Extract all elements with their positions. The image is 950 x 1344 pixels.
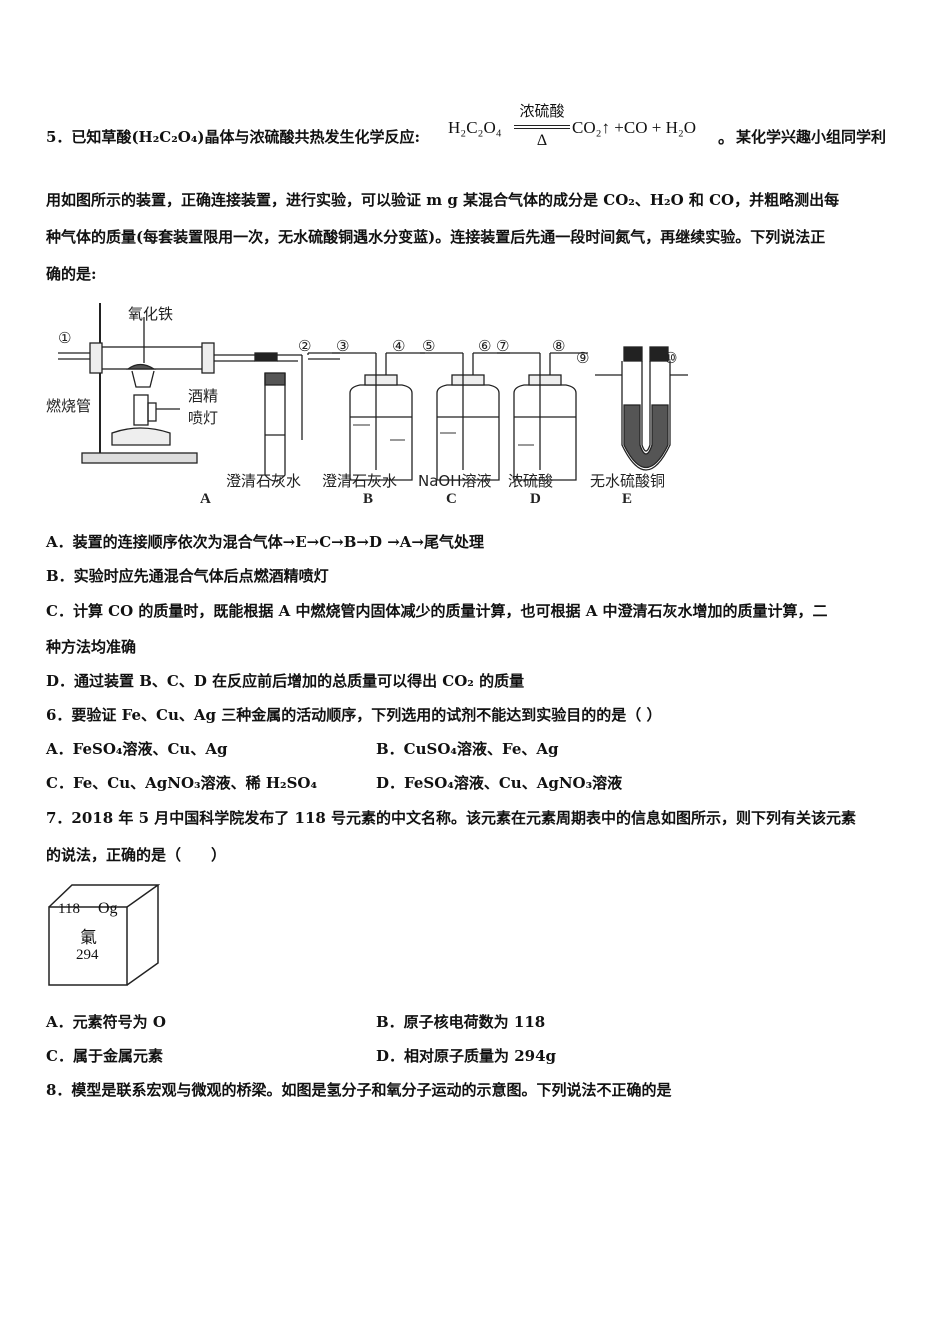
port-9: ⑨ (576, 349, 590, 367)
equation-condition-top: 浓硫酸 (519, 104, 565, 120)
q5-option-c: C．计算 CO 的质量时，既能根据 A 中燃烧管内固体减少的质量计算，也可根据 … (46, 602, 828, 620)
port-2: ② (298, 337, 312, 355)
q6-option-b: B．CuSO₄溶液、Fe、Ag (376, 740, 559, 758)
q7-stem-2: 的说法，正确的是（ ） (46, 846, 227, 864)
q6-stem: 6．要验证 Fe、Cu、Ag 三种金属的活动顺序，下列选用的试剂不能达到实验目的… (46, 706, 662, 724)
label-combustion-tube: 燃烧管 (46, 397, 92, 415)
element-mass: 294 (76, 947, 99, 963)
port-7: ⑦ (496, 337, 510, 355)
equation-end: 。 (718, 130, 735, 147)
element-name: 氭 (80, 928, 97, 948)
apparatus-e-letter: E (622, 491, 633, 507)
q6-option-a: A．FeSO₄溶液、Cu、Ag (46, 740, 228, 758)
apparatus-c-letter: C (446, 491, 457, 507)
element-cube-outline (48, 884, 160, 986)
apparatus-drawing (58, 303, 688, 482)
reaction-equation: H₂C₂O₄ 浓硫酸 Δ CO₂↑ +CO + H₂O 。 (448, 100, 734, 158)
q6-option-d: D．FeSO₄溶液、Cu、AgNO₃溶液 (376, 774, 623, 792)
q8-stem: 8．模型是联系宏观与微观的桥梁。如图是氢分子和氧分子运动的示意图。下列说法不正确… (46, 1081, 672, 1099)
equation-products: CO₂↑ +CO + H₂O (572, 118, 697, 137)
apparatus-e-reagent: 无水硫酸铜 (590, 472, 666, 490)
port-1: ① (58, 329, 72, 347)
q5-option-d: D．通过装置 B、C、D 在反应前后增加的总质量可以得出 CO₂ 的质量 (46, 672, 525, 690)
q5-option-c-cont: 种方法均准确 (46, 638, 137, 656)
label-lamp-2: 喷灯 (188, 409, 219, 427)
apparatus-b-reagent: 澄清石灰水 (322, 472, 398, 490)
apparatus-a-reagent: 澄清石灰水 (226, 472, 302, 490)
q5-intro: 5．已知草酸(H₂C₂O₄)晶体与浓硫酸共热发生化学反应: (46, 128, 421, 146)
port-3: ③ (336, 337, 350, 355)
q7-option-b: B．原子核电荷数为 118 (376, 1013, 546, 1031)
port-5: ⑤ (422, 337, 436, 355)
equation-bar (514, 125, 570, 127)
q5-line-3: 种气体的质量(每套装置限用一次，无水硫酸铜遇水分变蓝)。连接装置后先通一段时间氮… (46, 228, 826, 246)
q6-option-c: C．Fe、Cu、AgNO₃溶液、稀 H₂SO₄ (46, 774, 318, 792)
equation-bar-2 (514, 128, 570, 130)
label-iron-oxide: 氧化铁 (128, 305, 174, 323)
q7-option-d: D．相对原子质量为 294g (376, 1047, 557, 1065)
port-10: ⑩ (664, 349, 678, 367)
q5-option-a: A．装置的连接顺序依次为混合气体→E→C→B→D →A→尾气处理 (46, 533, 484, 551)
q5-option-b: B．实验时应先通混合气体后点燃酒精喷灯 (46, 567, 329, 585)
apparatus-d-reagent: 浓硫酸 (508, 472, 554, 490)
element-symbol: Og (98, 900, 118, 917)
q7-stem-1: 7．2018 年 5 月中国科学院发布了 118 号元素的中文名称。该元素在元素… (46, 809, 857, 827)
q5-line-2: 用如图所示的装置，正确连接装置，进行实验，可以验证 m g 某混合气体的成分是 … (46, 191, 840, 209)
apparatus-b-letter: B (363, 491, 374, 507)
q7-option-c: C．属于金属元素 (46, 1047, 163, 1065)
q7-option-a: A．元素符号为 O (46, 1013, 166, 1031)
q5-intro-tail: 某化学兴趣小组同学利 (736, 128, 887, 146)
q5-line-4: 确的是: (46, 265, 97, 283)
element-card: 118 Og 氭 294 (48, 883, 160, 988)
label-lamp-1: 酒精 (188, 387, 219, 405)
port-6: ⑥ (478, 337, 492, 355)
port-4: ④ (392, 337, 406, 355)
apparatus-c-reagent: NaOH溶液 (418, 472, 492, 490)
element-atomic-number: 118 (58, 901, 80, 917)
apparatus-a-letter: A (200, 491, 211, 507)
equation-reactant: H₂C₂O₄ (448, 118, 502, 137)
apparatus-d-letter: D (530, 491, 541, 507)
equation-condition-bottom: Δ (536, 132, 548, 149)
port-8: ⑧ (552, 337, 566, 355)
apparatus-figure: ① 氧化铁 燃烧管 酒精 喷灯 ② ③ ④ ⑤ ⑥ ⑦ ⑧ ⑨ ⑩ 澄清石灰水 … (40, 295, 700, 510)
